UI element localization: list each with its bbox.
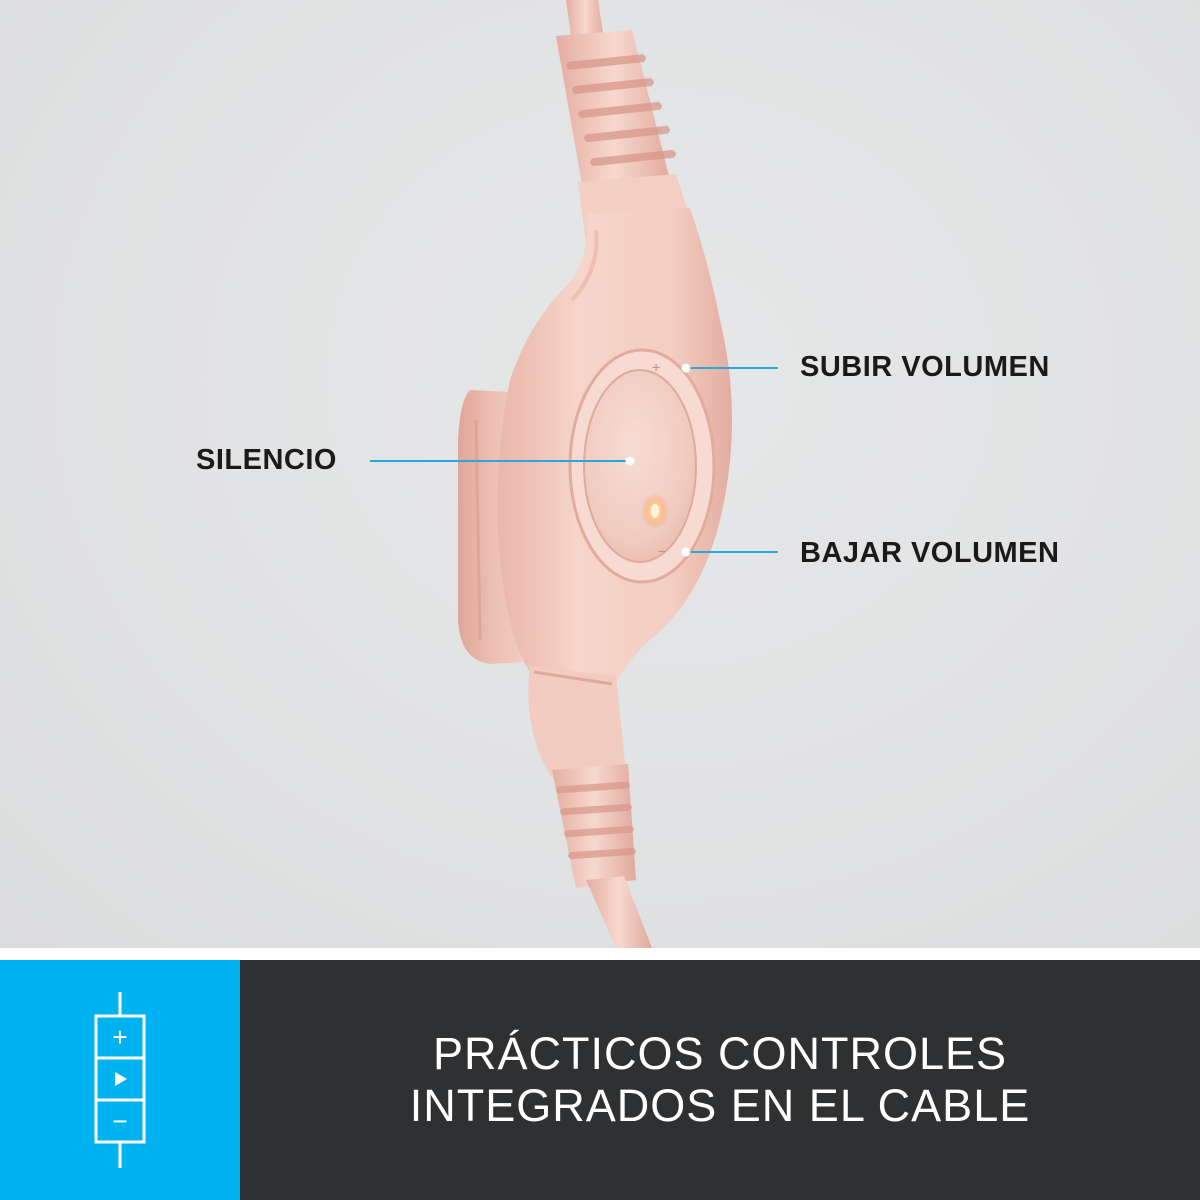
volume-up-label: SUBIR VOLUMEN <box>800 351 1050 383</box>
headline-line-2: INTEGRADOS EN EL CABLE <box>409 1080 1031 1131</box>
upper-grooves <box>566 54 676 167</box>
inline-remote-illustration: + − <box>370 0 778 948</box>
play-icon <box>115 1072 127 1086</box>
callout-lines <box>370 363 778 557</box>
mute-callout-dot <box>625 456 635 466</box>
icon-minus: − <box>112 1106 127 1136</box>
headline-panel: PRÁCTICOS CONTROLES INTEGRADOS EN EL CAB… <box>240 960 1200 1200</box>
feature-banner: + − PRÁCTICOS CONTROLES INTEGRADOS EN EL… <box>0 960 1200 1200</box>
minus-mark: − <box>658 543 666 559</box>
icon-panel: + − <box>0 960 240 1200</box>
volume-up-callout-dot <box>681 363 691 373</box>
icon-plus: + <box>112 1022 127 1052</box>
lower-cable <box>586 876 652 948</box>
volume-down-callout-dot <box>681 547 691 557</box>
lower-grooves <box>556 781 636 860</box>
mute-label: SILENCIO <box>196 444 337 476</box>
product-photo: + − SILENCIO SUBIR VOLUMEN BAJAR VOLUMEN <box>0 0 1200 948</box>
headline-line-1: PRÁCTICOS CONTROLES <box>432 1028 1008 1079</box>
divider-strip <box>0 948 1200 960</box>
inline-remote-icon: + − <box>94 992 146 1168</box>
plus-mark: + <box>652 359 660 375</box>
volume-down-label: BAJAR VOLUMEN <box>800 537 1060 569</box>
lower-collar <box>528 666 626 778</box>
